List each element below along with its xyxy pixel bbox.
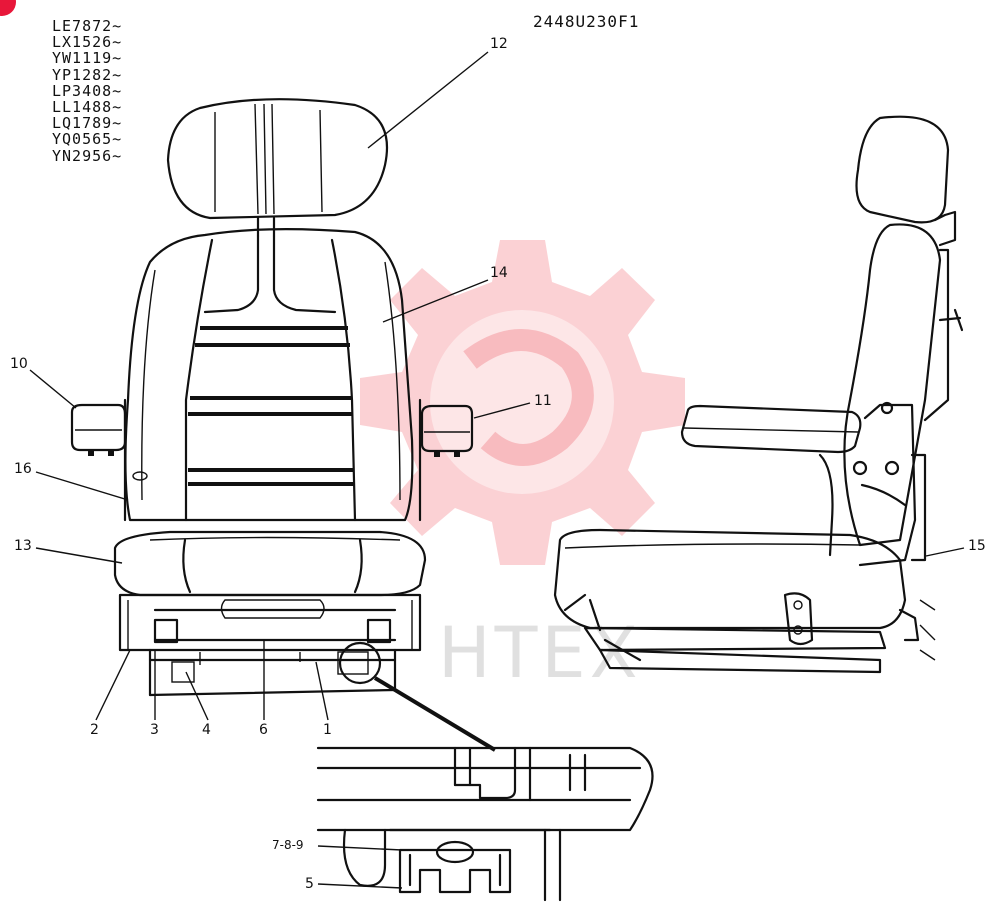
callout-12: 12 xyxy=(490,36,508,52)
callout-15: 15 xyxy=(968,538,986,554)
front-seat-cushion xyxy=(113,530,427,597)
serial-number: LE7872~ xyxy=(52,17,123,35)
leader-lines xyxy=(29,51,965,889)
watermark-text: HTEX xyxy=(438,612,642,694)
callout-13: 13 xyxy=(14,538,32,554)
serial-number-list: LE7872~ LX1526~ YW1119~ YP1282~ LP3408~ … xyxy=(52,18,122,164)
drawing-id: 2448U230F1 xyxy=(533,12,640,31)
callout-3: 3 xyxy=(150,722,159,738)
serial-number: YP1282~ xyxy=(52,65,123,84)
front-armrest-left xyxy=(70,398,127,522)
detail-pointer-line xyxy=(373,676,497,752)
callout-14: 14 xyxy=(490,265,508,281)
callout-7-8-9: 7-8-9 xyxy=(272,838,304,852)
callout-5: 5 xyxy=(305,876,314,892)
serial-number: YW1119~ xyxy=(52,49,123,68)
serial-number: YN2956~ xyxy=(52,146,123,165)
front-seat-base xyxy=(118,593,422,697)
callout-1: 1 xyxy=(323,722,332,738)
callout-2: 2 xyxy=(90,722,99,738)
side-view-seat xyxy=(553,115,964,674)
serial-number: LX1526~ xyxy=(52,33,123,52)
callout-4: 4 xyxy=(202,722,211,738)
front-backrest xyxy=(124,228,414,522)
serial-number: LP3408~ xyxy=(52,81,123,100)
front-armrest-right xyxy=(418,398,474,522)
callout-10: 10 xyxy=(10,356,28,372)
callout-11: 11 xyxy=(534,393,552,409)
callout-16: 16 xyxy=(14,461,32,477)
serial-number: LQ1789~ xyxy=(52,114,123,133)
callout-6: 6 xyxy=(259,722,268,738)
serial-number: LL1488~ xyxy=(52,98,123,117)
detail-view xyxy=(316,746,654,902)
front-headrest xyxy=(166,98,389,238)
serial-number: YQ0565~ xyxy=(52,130,123,149)
